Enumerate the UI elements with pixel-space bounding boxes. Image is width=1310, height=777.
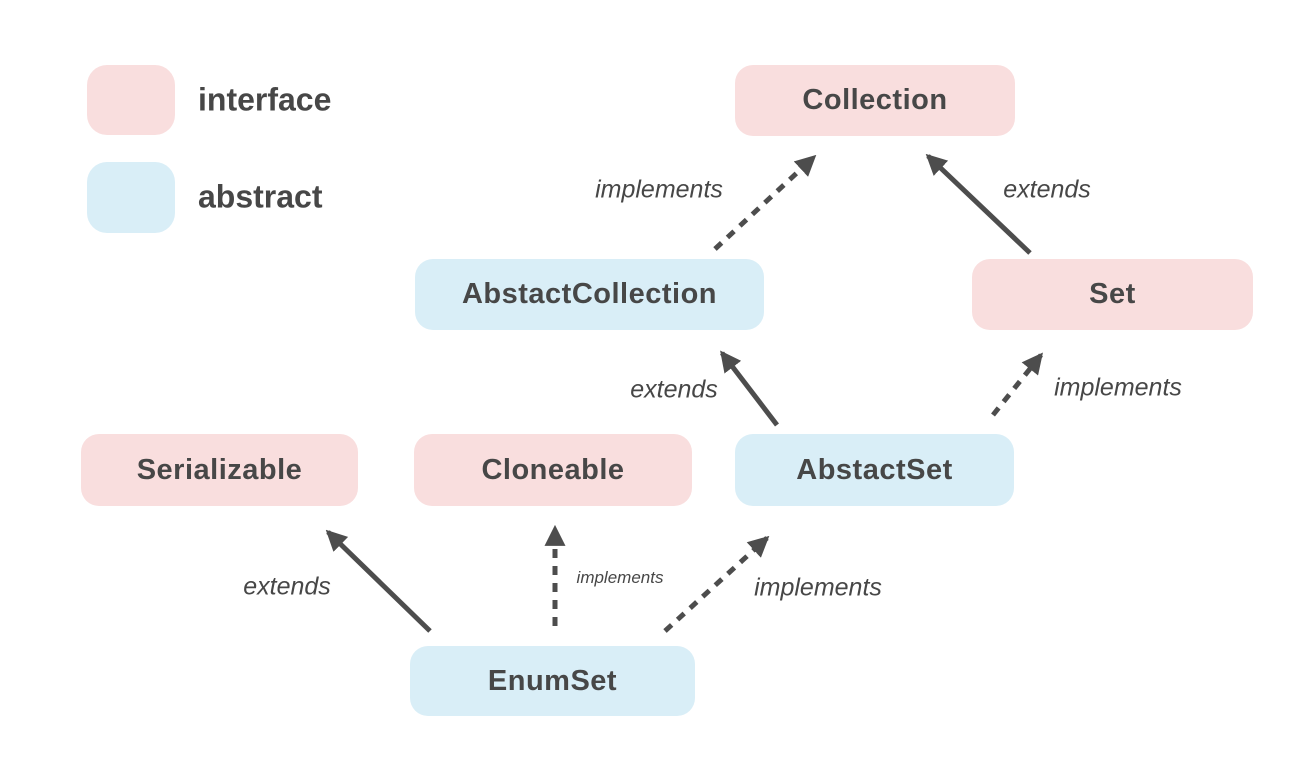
arrow-extends-enumset-serializable xyxy=(325,529,432,633)
node-abstact-set: AbstactSet xyxy=(735,434,1014,506)
edge-label-extends-enumset-serializable: extends xyxy=(243,572,331,601)
node-abstact-collection: AbstactCollection xyxy=(415,259,764,330)
node-serializable: Serializable xyxy=(81,434,358,506)
edge-label-implements-enumset-abstactset: implements xyxy=(754,573,882,602)
edge-label-implements-enumset-cloneable: implements xyxy=(576,568,664,587)
arrow-extends-set-collection xyxy=(925,153,1032,255)
arrow-implements-enumset-abstactset xyxy=(663,535,770,633)
node-cloneable: Cloneable xyxy=(414,434,692,506)
edge-label-implements-abstactcollection-collection: implements xyxy=(595,175,723,204)
node-collection: Collection xyxy=(735,65,1015,136)
edge-label-extends-set-collection: extends xyxy=(1003,175,1091,204)
legend-interface-swatch xyxy=(87,65,175,135)
legend-interface-label: interface xyxy=(198,81,332,118)
edge-label-implements-abstactset-set: implements xyxy=(1054,373,1182,402)
legend-abstract-label: abstract xyxy=(198,178,323,215)
legend-abstract-swatch xyxy=(87,162,175,233)
arrow-implements-abstactset-set xyxy=(991,352,1043,417)
arrow-extends-abstactset-abstactcollection xyxy=(720,350,779,427)
arrow-implements-abstactcollection-collection xyxy=(713,154,817,251)
node-set: Set xyxy=(972,259,1253,330)
edge-label-extends-abstactset-abstactcollection: extends xyxy=(630,375,718,404)
node-enum-set: EnumSet xyxy=(410,646,695,716)
